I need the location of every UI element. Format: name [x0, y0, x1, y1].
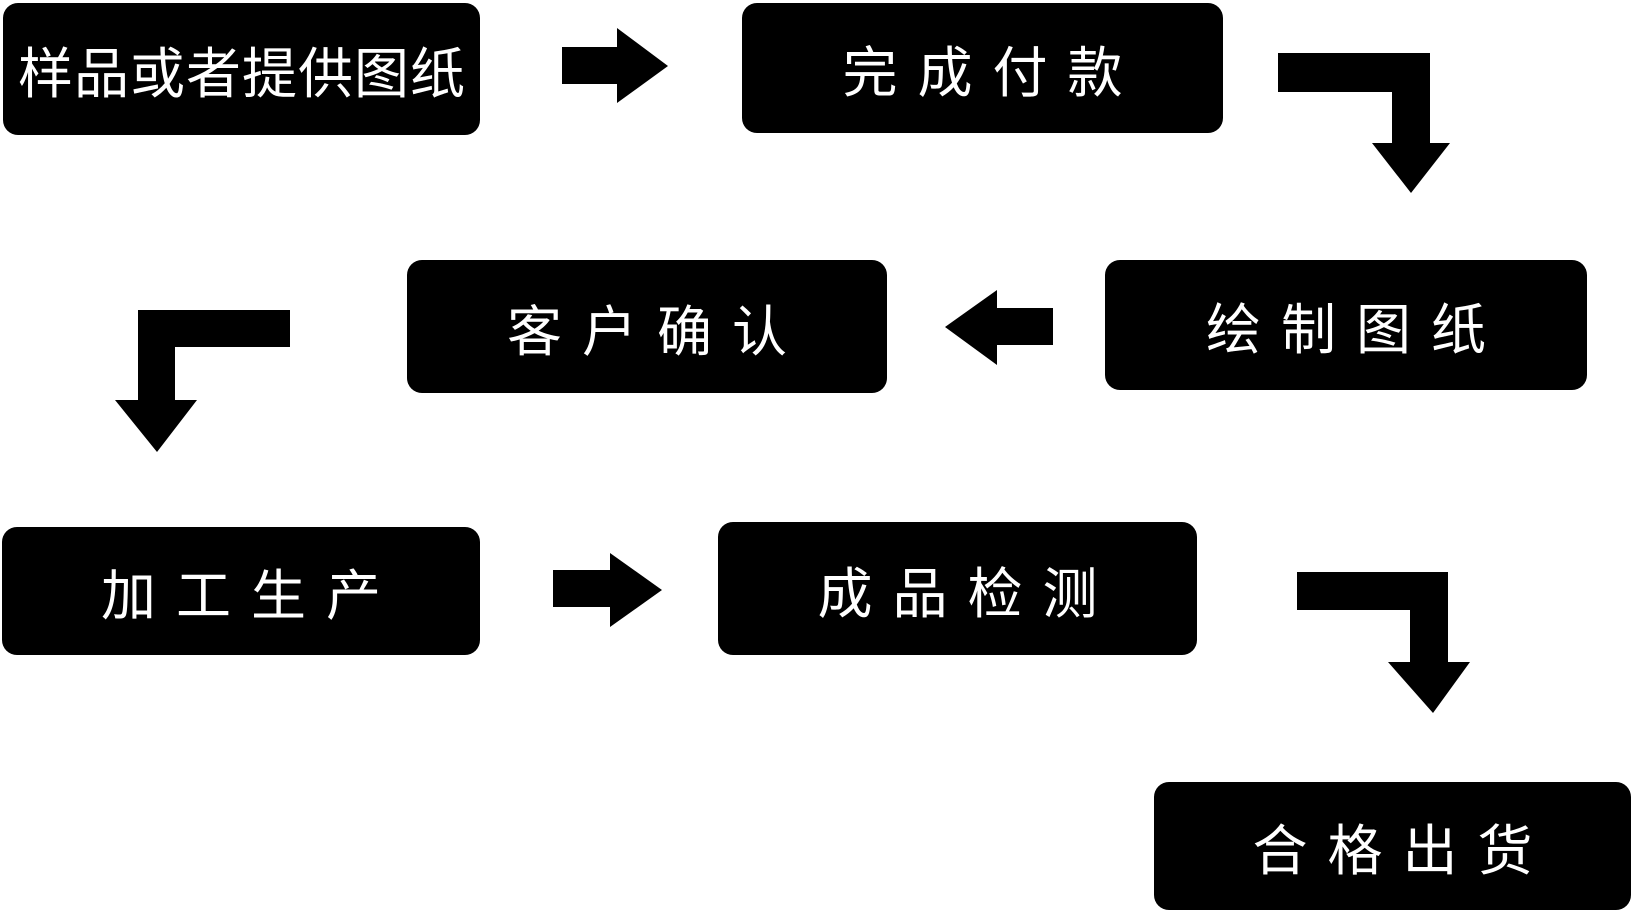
step-label: 样品或者提供图纸 — [17, 43, 466, 105]
arrow-right-icon — [553, 553, 662, 627]
step-processing-production: 加工生产 — [2, 527, 480, 655]
step-finished-product-inspection: 成品检测 — [718, 522, 1197, 655]
step-qualified-shipment: 合格出货 — [1154, 782, 1631, 910]
step-label: 完成付款 — [842, 42, 1143, 104]
step-label: 合格出货 — [1252, 820, 1553, 882]
step-complete-payment: 完成付款 — [742, 3, 1223, 133]
arrow-left-icon — [945, 290, 1053, 365]
step-customer-confirmation: 客户确认 — [407, 260, 887, 393]
step-label: 客户确认 — [506, 300, 807, 363]
arrow-right-icon — [562, 28, 668, 103]
step-sample-or-provide-drawings: 样品或者提供图纸 — [3, 3, 480, 135]
step-label: 加工生产 — [100, 565, 401, 627]
elbow-arrow-right-down-icon — [1297, 572, 1470, 713]
step-label: 成品检测 — [817, 562, 1118, 625]
elbow-arrow-left-down-icon — [115, 310, 290, 452]
elbow-arrow-right-down-icon — [1278, 53, 1450, 193]
step-draw-drawings: 绘制图纸 — [1105, 260, 1587, 390]
step-label: 绘制图纸 — [1205, 299, 1506, 361]
